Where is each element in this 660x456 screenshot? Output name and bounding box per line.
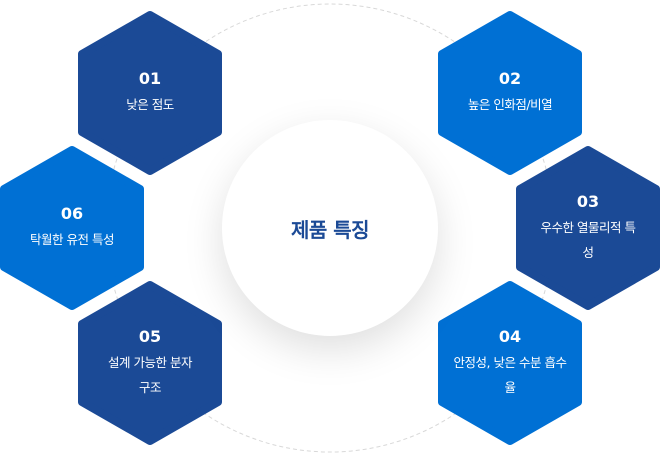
feature-label: 높은 인화점/비열 — [467, 97, 553, 112]
feature-number: 02 — [498, 69, 522, 88]
feature-01: 01 낮은 점도 — [78, 11, 222, 175]
feature-02: 02 높은 인화점/비열 — [438, 11, 582, 175]
diagram-title: 제품 특징 — [290, 217, 370, 242]
feature-03: 03 우수한 열물리적 특성 — [516, 146, 660, 310]
hexagon-shape-03 — [516, 146, 660, 310]
hexagon-shape-06 — [0, 146, 144, 310]
feature-number: 03 — [576, 191, 600, 211]
hexagon-shape-04 — [438, 281, 582, 445]
feature-04: 04 안정성, 낮은 수분 흡수율 — [438, 281, 582, 445]
hexagon-shape-01 — [78, 11, 222, 175]
feature-number: 01 — [138, 69, 162, 88]
feature-number: 06 — [60, 204, 84, 223]
feature-label: 탁월한 유전 특성 — [30, 232, 114, 247]
center-circle: 제품 특징 — [222, 120, 438, 336]
feature-06: 06 탁월한 유전 특성 — [0, 146, 144, 310]
feature-number: 04 — [498, 326, 522, 346]
feature-label: 안정성, 낮은 수분 흡수율 — [453, 354, 567, 395]
feature-label: 낮은 점도 — [126, 97, 174, 112]
feature-label: 우수한 열물리적 특성 — [540, 219, 636, 260]
feature-05: 05 설계 가능한 분자 구조 — [78, 281, 222, 445]
hexagon-shape-02 — [438, 11, 582, 175]
feature-number: 05 — [138, 326, 162, 346]
feature-label: 설계 가능한 분자 구조 — [108, 354, 192, 395]
hexagon-shape-05 — [78, 281, 222, 445]
